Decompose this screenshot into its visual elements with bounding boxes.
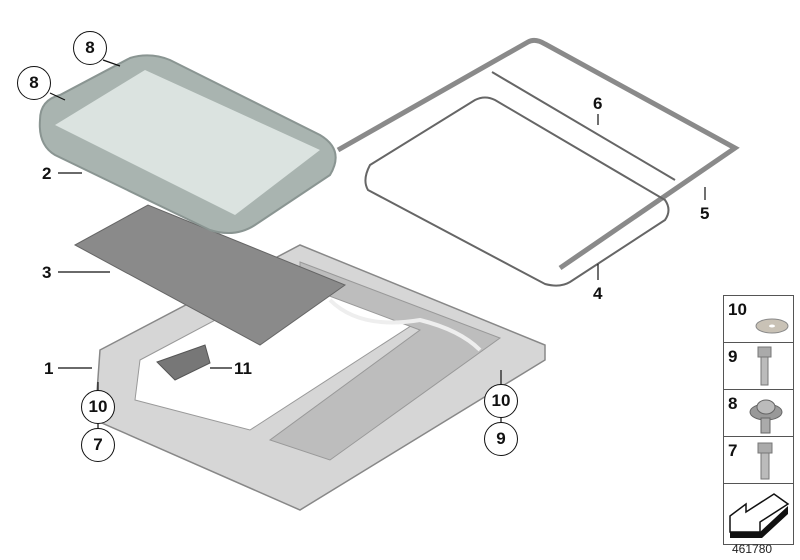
bracket-part	[156, 344, 211, 381]
legend-hex-bolt: 9	[724, 343, 793, 390]
glass-panel-part	[38, 54, 337, 235]
label-11: 11	[234, 359, 252, 378]
leader-lines	[49, 59, 706, 428]
sunshade-part	[73, 204, 347, 346]
label-1: 1	[44, 359, 54, 378]
hex-bolt-icon	[757, 346, 772, 386]
flange-bolt-icon	[757, 442, 773, 480]
label-2: 2	[42, 164, 52, 183]
legend-direction-arrow	[724, 484, 793, 544]
seal-parts	[336, 37, 740, 287]
image-number: 461780	[732, 542, 773, 556]
label-6: 6	[593, 94, 603, 113]
legend-washer: 10	[724, 296, 793, 343]
callout-10-right: 10	[484, 384, 518, 418]
washer-icon	[755, 318, 789, 334]
legend-torx-screw: 8	[724, 390, 793, 437]
label-3: 3	[42, 263, 52, 282]
callout-7: 7	[81, 428, 115, 462]
direction-arrow-icon	[729, 493, 790, 538]
torx-screw-icon	[749, 399, 783, 434]
legend-flange-bolt: 7	[724, 437, 793, 484]
fastener-legend: 10 9 8 7	[723, 295, 794, 545]
callout-10-left: 10	[81, 390, 115, 424]
label-5: 5	[700, 204, 710, 223]
label-4: 4	[593, 284, 603, 303]
callout-9: 9	[484, 422, 518, 456]
callout-8-top: 8	[73, 31, 107, 65]
callout-8-left: 8	[17, 66, 51, 100]
